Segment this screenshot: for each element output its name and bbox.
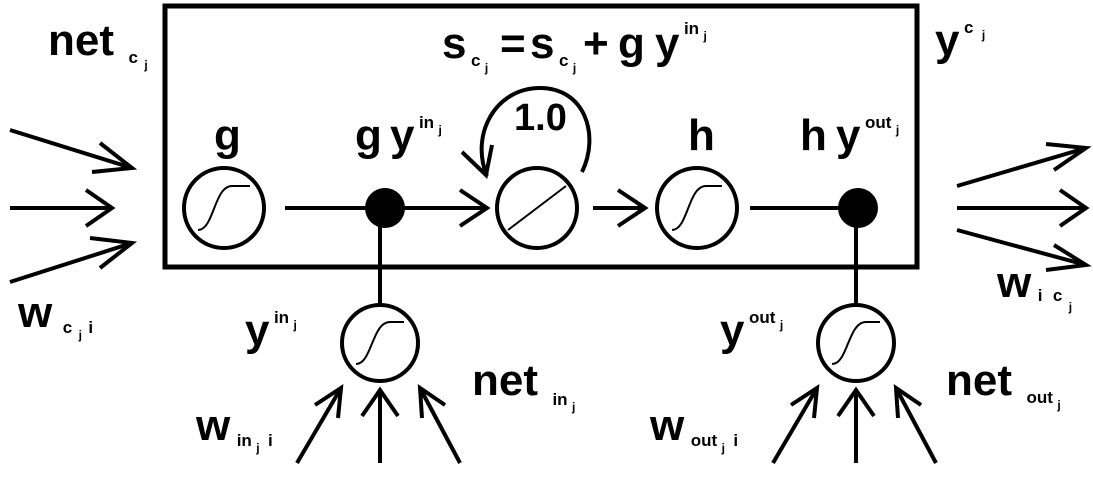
sigmoid-icon [655, 166, 739, 250]
arrow-icon [295, 384, 344, 465]
arrow-icon [771, 384, 820, 465]
arrow-icon [9, 128, 138, 174]
y-in-label: y in j [245, 306, 297, 355]
w-i-c-label: w i c j [996, 258, 1072, 314]
gated-output-label: h y out j [800, 111, 899, 160]
self-loop-arrowhead [460, 144, 494, 179]
w-c-i-label: w c j i [17, 288, 93, 343]
multiply-node-icon [365, 188, 405, 228]
arrow-icon [10, 188, 116, 228]
arrow-icon [360, 386, 400, 463]
arrow-icon [956, 228, 1092, 272]
h-squash-label: h [688, 111, 715, 160]
w-in-i-label: w in j i [195, 401, 273, 456]
arrow-icon [836, 386, 876, 463]
linear-icon [495, 166, 579, 250]
net-c-label: net c j [48, 16, 148, 72]
net-out-label: net out j [946, 356, 1061, 412]
y-out-label: y out j [720, 306, 783, 355]
arrowhead-into-h [616, 188, 649, 228]
arrow-icon [956, 142, 1092, 188]
state-equation: s c j = s c j + g y in j [442, 19, 707, 76]
gated-input-label: g y in j [355, 111, 442, 160]
sigmoid-icon [182, 166, 266, 250]
arrow-icon [9, 236, 138, 284]
g-squash-label: g [214, 111, 241, 160]
w-out-i-label: w out j i [649, 401, 738, 456]
self-recurrent-loop [479, 85, 592, 177]
arrowhead-into-state [458, 188, 491, 228]
self-loop-weight-label: 1.0 [514, 97, 567, 139]
arrow-icon [893, 384, 938, 464]
sigmoid-icon [816, 303, 896, 383]
net-in-label: net in j [472, 356, 575, 414]
memory-cell-box [162, 3, 920, 270]
sigmoid-icon [340, 303, 420, 383]
arrow-icon [957, 188, 1090, 228]
arrow-icon [417, 384, 462, 464]
y-c-label: y c j [935, 16, 985, 65]
